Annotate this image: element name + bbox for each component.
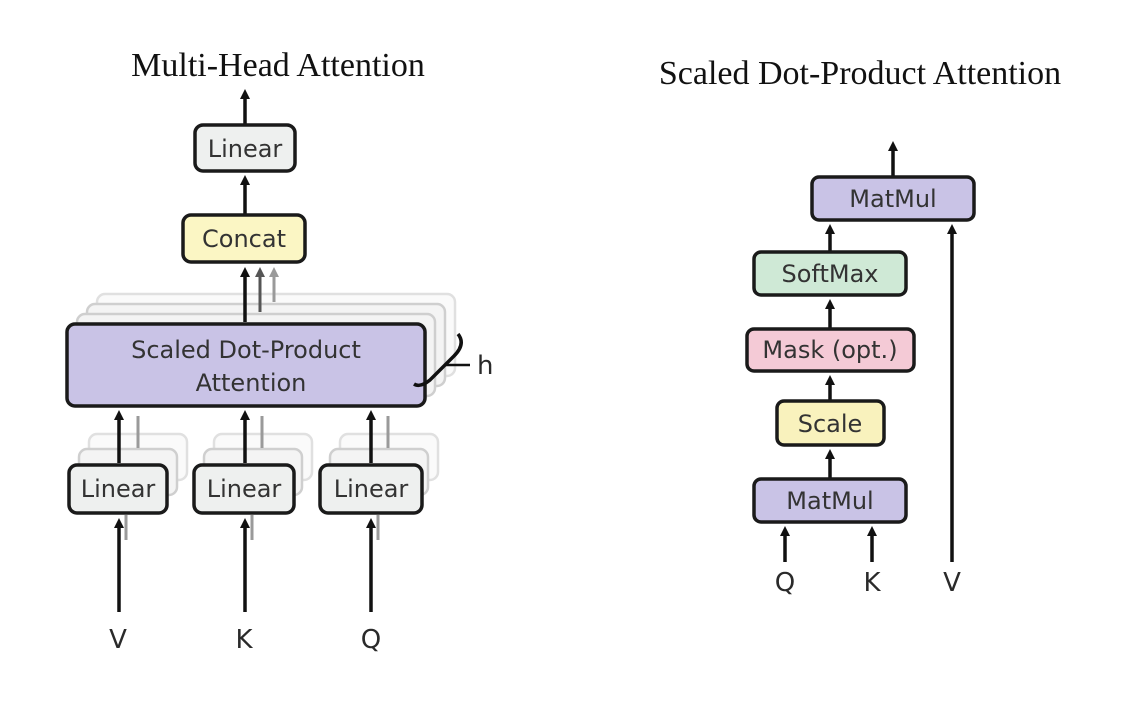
linear-v-label: Linear	[81, 475, 156, 503]
matmul-bottom-box	[752, 477, 908, 524]
matmul-top-label: MatMul	[849, 185, 936, 213]
concat-label: Concat	[202, 225, 286, 253]
linear-q-box	[318, 463, 424, 515]
multi-head-title: Multi-Head Attention	[131, 47, 425, 84]
sdpa-label-line-2: Attention	[196, 369, 307, 397]
heads-brace	[413, 332, 463, 388]
concat-box	[181, 213, 307, 264]
linear-k-label: Linear	[207, 475, 282, 503]
linear-top-box	[193, 123, 297, 173]
sdpa-input-v-label: V	[943, 568, 961, 598]
input-q-label: Q	[361, 625, 381, 655]
sdpa-label-line-1: Scaled Dot-Product	[131, 336, 361, 364]
mask-box	[745, 327, 916, 373]
linear-top-label: Linear	[208, 135, 283, 163]
scale-box	[775, 399, 886, 447]
scale-label: Scale	[798, 410, 863, 438]
scaled-dot-product-attention-panel: Scaled Dot-Product Attention MatMul Soft…	[659, 55, 1061, 598]
softmax-label: SoftMax	[782, 260, 879, 288]
input-v-label: V	[109, 625, 127, 655]
multi-head-attention-panel: Multi-Head Attention Linear Concat Scale…	[65, 47, 493, 655]
sdpa-input-q-label: Q	[775, 568, 795, 598]
sdpa-input-k-label: K	[863, 568, 881, 598]
scaled-dot-product-title: Scaled Dot-Product Attention	[659, 55, 1061, 92]
input-k-label: K	[235, 625, 253, 655]
linear-k-box	[192, 463, 296, 515]
heads-label: h	[477, 351, 493, 381]
scaled-dot-product-attention-box	[65, 322, 427, 408]
mask-label: Mask (opt.)	[762, 336, 897, 364]
matmul-top-box	[810, 175, 976, 222]
linear-v-box	[67, 463, 169, 515]
softmax-box	[752, 250, 908, 297]
matmul-bottom-label: MatMul	[786, 487, 873, 515]
linear-q-label: Linear	[334, 475, 409, 503]
